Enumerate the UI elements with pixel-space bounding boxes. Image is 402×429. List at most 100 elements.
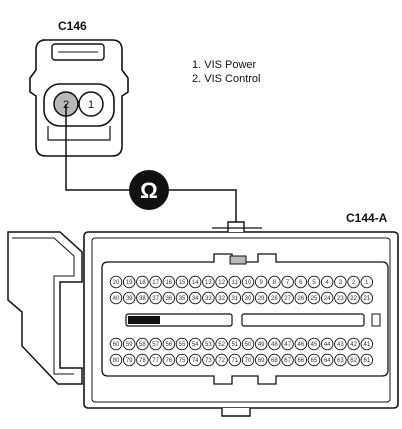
c144a-pin-77: [149, 353, 162, 367]
c144a-pin-58: [136, 337, 149, 351]
c144a-pin-28-label: 28: [271, 296, 278, 302]
c144a-pin-32: [215, 291, 228, 305]
c144a-pin-13-label: 13: [205, 280, 212, 286]
c144a-pin-74-label: 74: [192, 358, 199, 364]
c144a-pin-54: [188, 337, 202, 351]
c144a-pin-46: [294, 337, 308, 351]
c144a-pin-34-label: 34: [192, 296, 199, 302]
connector-c144a-lever-inner: [12, 237, 75, 375]
c144a-pin-4-label: 4: [326, 280, 330, 286]
c144a-pin-46-label: 46: [297, 342, 304, 348]
c144a-pin-65: [307, 353, 321, 367]
c144a-pin-11: [228, 275, 242, 289]
c144a-pin-13: [202, 275, 215, 289]
c144a-pin-69-label: 69: [258, 358, 265, 364]
c144a-pin-22: [347, 291, 360, 305]
c144a-pin-47: [281, 337, 294, 351]
c144a-pin-6: [294, 275, 308, 289]
c144a-pin-49-label: 49: [258, 342, 265, 348]
c144a-pin-1-label: 1: [365, 280, 369, 286]
c144a-pin-75-label: 75: [179, 358, 186, 364]
c144a-pin-32-label: 32: [218, 296, 225, 302]
c144a-pin-33-label: 33: [205, 296, 212, 302]
c144a-pin-40-label: 40: [113, 296, 120, 302]
c144a-pin-6-label: 6: [299, 280, 303, 286]
c144a-pin-31-label: 31: [231, 296, 238, 302]
c144a-pin-2: [347, 275, 360, 289]
c144a-pin-7: [281, 275, 294, 289]
c144a-pin-63: [334, 353, 347, 367]
c144a-pin-39-label: 39: [126, 296, 133, 302]
c144a-pin-16-label: 16: [165, 280, 172, 286]
c144a-pin-14: [188, 275, 202, 289]
c144a-pin-56-label: 56: [165, 342, 172, 348]
c144a-pin-68-label: 68: [271, 358, 278, 364]
c144a-pin-71: [228, 353, 242, 367]
c144a-pin-55: [175, 337, 189, 351]
connector-c146-label: C146: [58, 19, 87, 33]
c144a-pin-62: [347, 353, 360, 367]
c144a-pin-39: [122, 291, 136, 305]
legend-item-2: 2. VIS Control: [192, 73, 260, 85]
c144a-pin-34: [188, 291, 202, 305]
c144a-pin-73-label: 73: [205, 358, 212, 364]
c144a-pin-69: [254, 353, 268, 367]
c144a-pin-37-label: 37: [152, 296, 159, 302]
c144a-pin-11-label: 11: [232, 280, 239, 286]
c144a-pin-70: [241, 353, 255, 367]
c144a-pin-36: [162, 291, 176, 305]
c144a-pin-35: [175, 291, 189, 305]
c144a-pin-25-label: 25: [311, 296, 318, 302]
ohmmeter-body: [129, 170, 169, 210]
c144a-pin-57-label: 57: [152, 342, 159, 348]
c144a-pin-66-label: 66: [297, 358, 304, 364]
c144a-pin-37: [149, 291, 162, 305]
c144a-pin-64: [320, 353, 334, 367]
c144a-pin-43-label: 43: [337, 342, 344, 348]
c144a-pin-53: [202, 337, 215, 351]
connector-c146-skirt: [47, 126, 111, 141]
c144a-pin-20: [109, 275, 123, 289]
c144a-pin-55-label: 55: [179, 342, 186, 348]
c144a-pin-80: [109, 353, 123, 367]
c144a-pin-23: [334, 291, 347, 305]
legend-item-1: 1. VIS Power: [192, 59, 257, 71]
c144a-pin-38-label: 38: [139, 296, 146, 302]
c144a-pin-57: [149, 337, 162, 351]
c144a-pin-61: [360, 353, 374, 367]
c144a-pin-62-label: 62: [350, 358, 357, 364]
c144a-pin-60-label: 60: [113, 342, 120, 348]
c144a-pin-30-label: 30: [245, 296, 252, 302]
c144a-pin-42-label: 42: [350, 342, 357, 348]
c144a-pin-42: [347, 337, 360, 351]
c144a-pin-74: [188, 353, 202, 367]
c144a-pin-70-label: 70: [245, 358, 252, 364]
c144a-pin-72: [215, 353, 228, 367]
connector-c144a-slot-right: [241, 313, 365, 327]
connector-c144a-slot-end: [371, 313, 381, 327]
c144a-pin-5-label: 5: [312, 280, 316, 286]
c144a-pin-29: [254, 291, 268, 305]
connector-c144a-slot-key: [128, 316, 160, 324]
c144a-pin-8: [268, 275, 281, 289]
connector-c144a-housing-inner: [91, 237, 391, 403]
c144a-pin-18-label: 18: [139, 280, 146, 286]
c144a-pin-80-label: 80: [113, 358, 120, 364]
c144a-pin-76-label: 76: [165, 358, 172, 364]
c144a-pin-12: [215, 275, 228, 289]
c144a-pin-76: [162, 353, 176, 367]
c144a-pin-4: [320, 275, 334, 289]
c144a-pin-30: [241, 291, 255, 305]
c146-pin-1-label: 1: [88, 99, 94, 111]
c144a-pin-26: [294, 291, 308, 305]
c144a-pin-78: [136, 353, 149, 367]
c144a-pin-75: [175, 353, 189, 367]
c144a-pin-51: [228, 337, 242, 351]
c144a-pin-66: [294, 353, 308, 367]
c144a-pin-21: [360, 291, 374, 305]
c144a-pin-7-label: 7: [286, 280, 290, 286]
c144a-pin-45-label: 45: [311, 342, 318, 348]
c144a-pin-50: [241, 337, 255, 351]
